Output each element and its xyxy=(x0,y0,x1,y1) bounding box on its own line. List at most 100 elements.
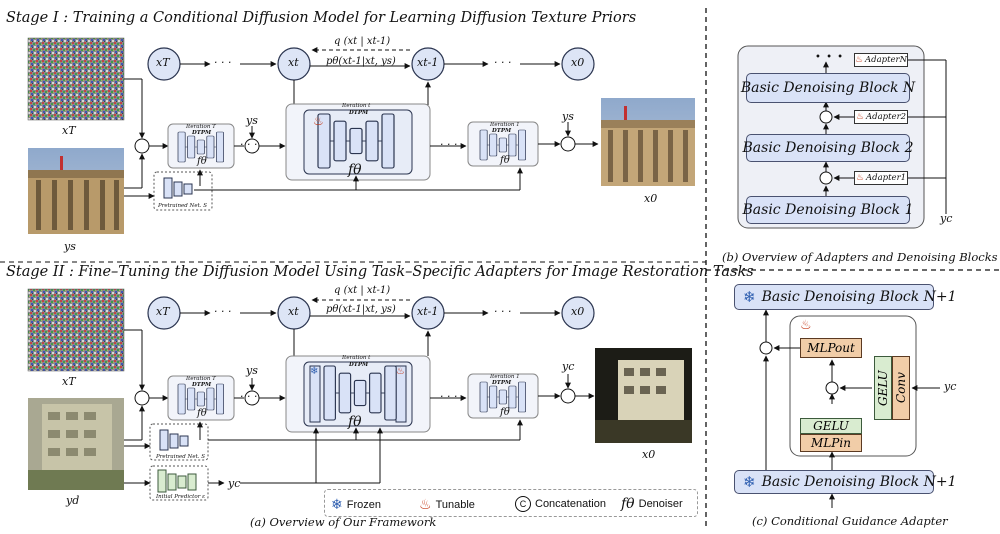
denoising-block-2: Basic Denoising Block 2 xyxy=(743,134,914,162)
flame-icon: ♨ xyxy=(313,114,324,128)
initial-predictor-label: Initial Predictor ε xyxy=(156,494,206,500)
stage2-title: Stage II : Fine–Tuning the Diffusion Mod… xyxy=(6,264,754,280)
dots-5: · · · xyxy=(214,305,232,318)
yc-label-c: yc xyxy=(944,380,957,393)
dashed-dividers xyxy=(0,8,1000,530)
snowflake-icon: ❄ xyxy=(310,366,319,377)
node-x0-s1: x0 xyxy=(571,56,585,69)
dtpm-small-4: DTPM xyxy=(492,380,512,386)
dtpm-main-s2: DTPM xyxy=(349,362,369,368)
flame-icon: ♨ xyxy=(419,496,432,512)
concat-icon: C xyxy=(515,496,531,512)
node-xt-s2: xt xyxy=(288,305,299,318)
pretrained-label-s2: Pretrained Net. S xyxy=(156,454,206,460)
iter-t-label-s2: Iteration t xyxy=(342,355,371,361)
x0-output-label-s1: x0 xyxy=(644,192,658,205)
pretrained-label-s1: Pretrained Net. S xyxy=(158,203,208,209)
building-image-ys xyxy=(28,148,124,234)
yc-label-b: yc xyxy=(940,212,953,225)
snowflake-icon: ❄ xyxy=(331,496,343,512)
stage2-chain xyxy=(147,296,595,356)
dots-4: · · · xyxy=(440,138,458,151)
dots-3: · · · xyxy=(240,138,258,151)
p-label-s2: pθ(xt-1|xt, ys) xyxy=(326,304,396,315)
ftheta-small-4: fθ xyxy=(500,407,510,418)
stage1-title: Stage I : Training a Conditional Diffusi… xyxy=(6,10,637,26)
mlp-in-block: MLPin xyxy=(800,434,862,452)
dots-6: · · · xyxy=(494,305,512,318)
flame-icon: ♨ xyxy=(855,173,865,183)
iterT-label-s2: Iteration T xyxy=(186,376,216,382)
adapter-1: ♨Adapter1 xyxy=(854,171,908,185)
mlp-out-block: MLPout xyxy=(800,338,862,358)
stage2-images xyxy=(27,288,692,490)
caption-c: (c) Conditional Guidance Adapter xyxy=(752,514,948,528)
rainy-image-yd xyxy=(28,398,124,490)
denoising-block-n1-bottom: ❄Basic Denoising Block N+1 xyxy=(734,470,957,494)
dtpm-small-3: DTPM xyxy=(192,382,212,388)
dots-7: · · · xyxy=(240,390,258,403)
node-x0-s2: x0 xyxy=(571,305,585,318)
x0-output-label-s2: x0 xyxy=(642,448,656,461)
stage2-framework xyxy=(124,329,595,501)
p-label-s1: pθ(xt-1|xt, ys) xyxy=(326,56,396,67)
node-xt1-s2: xt-1 xyxy=(417,305,439,318)
q-label-s1: q (xt | xt-1) xyxy=(334,36,391,47)
denoising-block-n: Basic Denoising Block N xyxy=(741,73,915,103)
ftheta-small-2: fθ xyxy=(500,155,510,166)
legend-tunable: ♨Tunable xyxy=(419,496,475,512)
denoising-block-n1-top: ❄Basic Denoising Block N+1 xyxy=(734,284,957,310)
yd-image-label: yd xyxy=(66,494,80,507)
ys-label-3: ys xyxy=(246,364,258,377)
conv-block: Conv xyxy=(892,356,910,420)
clean-image-x0-output-s2 xyxy=(595,348,692,443)
adapter-dots: • • • xyxy=(815,52,845,63)
stage1-framework xyxy=(124,78,599,211)
caption-a: (a) Overview of Our Framework xyxy=(250,515,437,529)
ftheta-small-3: fθ xyxy=(197,408,207,419)
noise-image-xT-s2 xyxy=(27,288,125,372)
iter1-label-s2: Iteration 1 xyxy=(490,374,520,380)
dots-8: · · · xyxy=(440,390,458,403)
caption-b: (b) Overview of Adapters and Denoising B… xyxy=(722,250,998,264)
dtpm-small-1: DTPM xyxy=(192,130,212,136)
snowflake-icon: ❄ xyxy=(743,473,756,491)
denoiser-icon: fθ xyxy=(621,496,635,512)
building-image-x0-output xyxy=(601,98,695,186)
adapter-2: ♨Adapter2 xyxy=(854,110,908,124)
node-xt-s1: xt xyxy=(288,56,299,69)
noise-image-xT-s1 xyxy=(27,37,125,121)
node-xT-s2: xT xyxy=(156,305,170,318)
ys-label-2: ys xyxy=(562,110,574,123)
ftheta-main-s2: fθ xyxy=(348,414,362,430)
flame-icon: ♨ xyxy=(855,112,865,122)
adapter-n: ♨AdapterN xyxy=(854,53,908,67)
dots-1: · · · xyxy=(214,56,232,69)
yc-label-1: yc xyxy=(562,360,575,373)
node-xt1-s1: xt-1 xyxy=(417,56,439,69)
node-xT-s1: xT xyxy=(156,56,170,69)
iter1-label-s1: Iteration 1 xyxy=(490,122,520,128)
dtpm-main-s1: DTPM xyxy=(349,110,369,116)
dtpm-small-2: DTPM xyxy=(492,128,512,134)
legend-frozen: ❄Frozen xyxy=(331,496,381,512)
denoising-block-1: Basic Denoising Block 1 xyxy=(743,196,914,224)
yc-label-2: yc xyxy=(228,477,241,490)
dots-2: · · · xyxy=(494,56,512,69)
iter-t-label-s1: Iteration t xyxy=(342,103,371,109)
gelu-block-1: GELU xyxy=(800,418,862,434)
ftheta-main-s1: fθ xyxy=(348,162,362,178)
snowflake-icon: ❄ xyxy=(743,288,756,306)
ftheta-small-1: fθ xyxy=(197,156,207,167)
flame-icon: ♨ xyxy=(800,318,812,333)
q-label-s2: q (xt | xt-1) xyxy=(334,285,391,296)
iterT-label-s1: Iteration T xyxy=(186,124,216,130)
stage1-chain xyxy=(147,47,595,105)
xT-image-label-s1: xT xyxy=(62,124,76,137)
ys-image-label: ys xyxy=(64,240,76,253)
gelu-block-2: GELU xyxy=(874,356,892,420)
ys-label-1: ys xyxy=(246,114,258,127)
